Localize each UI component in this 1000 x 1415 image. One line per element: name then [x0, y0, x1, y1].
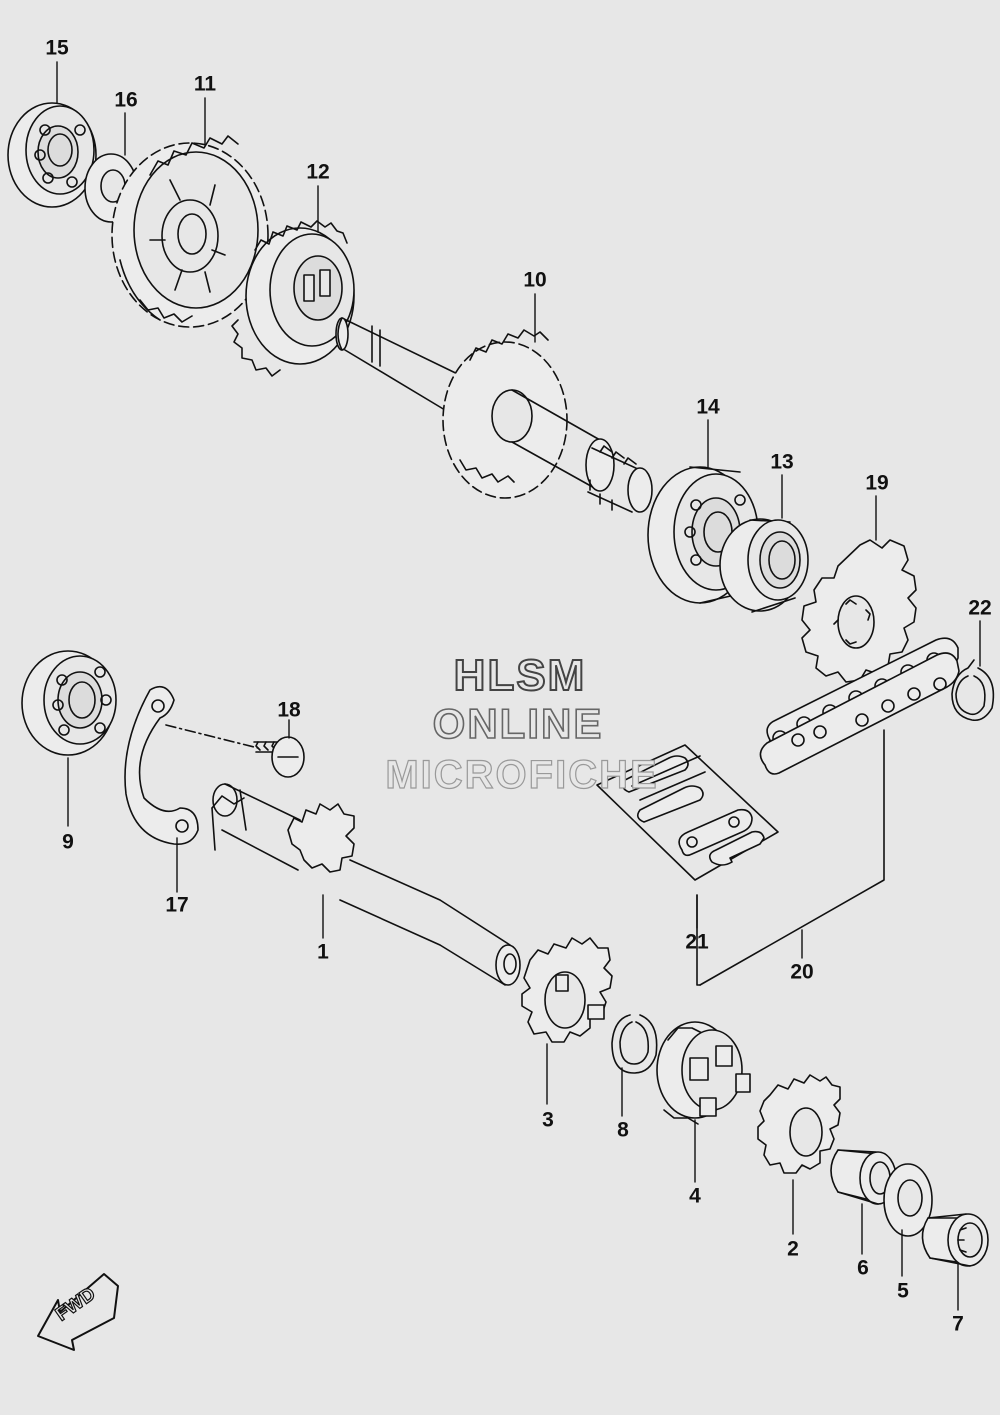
snap-ring-8[interactable]: [612, 1015, 657, 1073]
gear-4[interactable]: [657, 1022, 750, 1124]
callout-12[interactable]: 12: [306, 160, 330, 184]
callout-2[interactable]: 2: [787, 1237, 799, 1261]
callout-14[interactable]: 14: [696, 395, 720, 419]
gear-11[interactable]: [112, 136, 268, 327]
callout-1[interactable]: 1: [317, 940, 329, 964]
callout-8[interactable]: 8: [617, 1118, 629, 1142]
callout-15[interactable]: 15: [45, 36, 69, 60]
watermark-line-3: MICROFICHE: [385, 753, 659, 797]
leader-lines: [56, 61, 981, 1311]
gear-2[interactable]: [758, 1075, 840, 1173]
circlip-22[interactable]: [952, 660, 993, 720]
callout-4[interactable]: 4: [689, 1184, 701, 1208]
callout-17[interactable]: 17: [165, 893, 189, 917]
callout-21[interactable]: 21: [685, 930, 709, 954]
callout-9[interactable]: 9: [62, 830, 74, 854]
shaft-10[interactable]: [336, 318, 652, 512]
callout-5[interactable]: 5: [897, 1279, 909, 1303]
gear-12[interactable]: [232, 221, 354, 376]
watermark-line-2: ONLINE: [432, 700, 604, 747]
bushing-6[interactable]: [831, 1150, 896, 1204]
callout-16[interactable]: 16: [114, 88, 138, 112]
bearing-15[interactable]: [8, 103, 96, 207]
chain-joint-21[interactable]: [597, 745, 778, 985]
callout-11[interactable]: 11: [193, 72, 217, 96]
bearing-9[interactable]: [22, 651, 116, 755]
callout-7[interactable]: 7: [952, 1312, 964, 1336]
callout-6[interactable]: 6: [857, 1256, 869, 1280]
main-shaft-1[interactable]: [212, 784, 520, 985]
watermark-line-1: HLSM: [453, 651, 587, 700]
bearing-retainer-17[interactable]: [125, 687, 198, 845]
callout-10[interactable]: 10: [523, 268, 547, 292]
callout-3[interactable]: 3: [542, 1108, 554, 1132]
callout-18[interactable]: 18: [277, 698, 301, 722]
needle-bearing-7[interactable]: [922, 1214, 988, 1266]
oil-seal-13[interactable]: [720, 519, 808, 612]
gear-3[interactable]: [522, 938, 612, 1042]
callout-20[interactable]: 20: [790, 960, 814, 984]
callout-19[interactable]: 19: [865, 471, 889, 495]
drive-chain-20[interactable]: [700, 638, 959, 985]
callout-13[interactable]: 13: [770, 450, 794, 474]
callout-22[interactable]: 22: [968, 596, 992, 620]
fwd-arrow-icon: [38, 1274, 118, 1350]
washer-5[interactable]: [884, 1164, 932, 1236]
screw-18[interactable]: [166, 725, 304, 777]
